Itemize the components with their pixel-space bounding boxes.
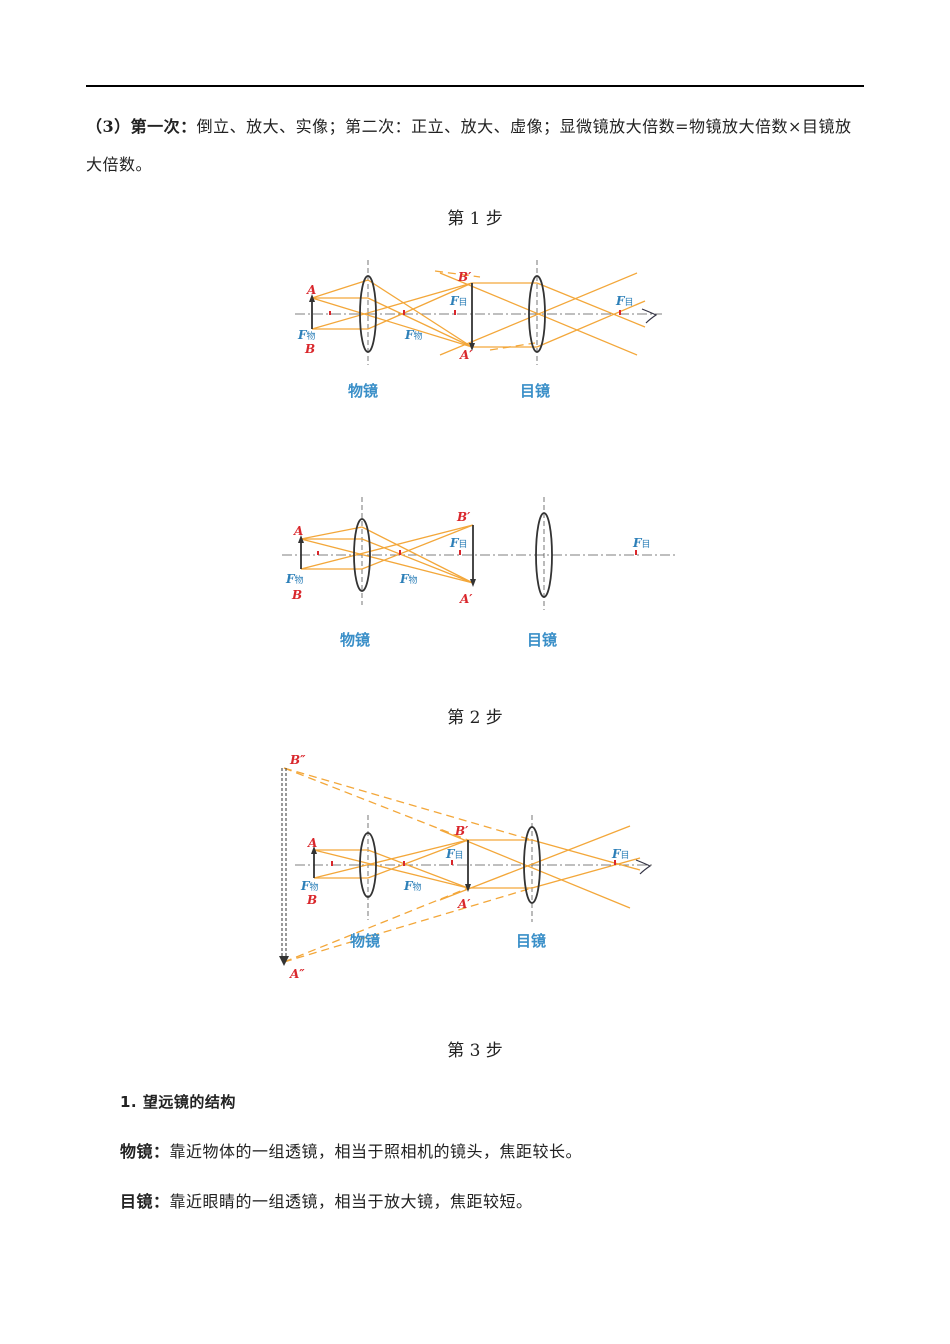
label-B: B <box>306 893 317 907</box>
focus-label-eye-left: F目 <box>445 847 464 861</box>
rays <box>311 270 646 356</box>
microscope-diagram-3: B″ A″ A B B′ A′ F物 F物 F目 F目 物镜 目镜 <box>279 753 655 981</box>
focus-label-eye-right: F目 <box>615 294 634 308</box>
label-A1: A′ <box>457 897 471 911</box>
term-eyepiece: 目镜： <box>120 1192 170 1211</box>
eye-icon <box>641 308 658 324</box>
objective-lens <box>359 832 377 898</box>
list-item: 目镜：靠近眼睛的一组透镜，相当于放大镜，焦距较短。 <box>120 1183 898 1221</box>
eyepiece-lens <box>523 826 541 904</box>
desc-eyepiece: 靠近眼睛的一组透镜，相当于放大镜，焦距较短。 <box>169 1192 533 1211</box>
microscope-diagram-2: A B B′ A′ F物 F物 F目 F目 物镜 目镜 <box>282 497 678 649</box>
intro-prefix: （3）第一次： <box>86 117 197 136</box>
eyepiece-label: 目镜 <box>516 932 546 950</box>
label-A1: A′ <box>459 348 473 362</box>
section-title: 1. 望远镜的结构 <box>120 1093 236 1111</box>
label-A: A <box>307 836 317 850</box>
objective-label: 物镜 <box>350 932 380 950</box>
intro-text: 倒立、放大、实像；第二次：正立、放大、虚像；显微镜放大倍数=物镜放大倍数×目镜放… <box>86 117 852 174</box>
objective-lens <box>353 518 371 592</box>
caption-step2: 第 2 步 <box>447 708 503 728</box>
desc-objective: 靠近物体的一组透镜，相当于照相机的镜头，焦距较长。 <box>169 1142 583 1161</box>
focus-label-eye-right: F目 <box>611 847 630 861</box>
microscope-diagram-1: A B B′ A′ F物 F物 F目 F目 物镜 目镜 <box>295 260 662 400</box>
focus-label-obj-right: F物 <box>404 328 423 342</box>
eyepiece-lens <box>528 275 546 353</box>
focus-label-eye-left: F目 <box>449 294 468 308</box>
list-item: 物镜：靠近物体的一组透镜，相当于照相机的镜头，焦距较长。 <box>120 1133 898 1171</box>
objective-label: 物镜 <box>348 382 378 400</box>
header-rule <box>86 85 864 87</box>
focus-label-eye-right: F目 <box>632 536 651 550</box>
intro-paragraph: （3）第一次：倒立、放大、实像；第二次：正立、放大、虚像；显微镜放大倍数=物镜放… <box>86 108 864 184</box>
objective-lens <box>359 275 377 353</box>
label-B: B <box>304 342 315 356</box>
rays <box>283 767 641 963</box>
eye-icon <box>635 859 652 875</box>
label-A1: A′ <box>459 592 473 606</box>
objective-label: 物镜 <box>340 631 370 649</box>
eyepiece-label: 目镜 <box>527 631 557 649</box>
focus-label-obj-right: F物 <box>399 572 418 586</box>
focus-label-obj-left: F物 <box>285 572 304 586</box>
focus-label-obj-right: F物 <box>403 879 422 893</box>
label-A2: A″ <box>289 967 305 981</box>
caption-step3: 第 3 步 <box>447 1041 503 1061</box>
term-objective: 物镜： <box>120 1142 170 1161</box>
focus-label-obj-left: F物 <box>297 328 316 342</box>
label-B1: B′ <box>456 510 471 524</box>
focus-label-eye-left: F目 <box>449 536 468 550</box>
caption-step1-top: 第 1 步 <box>447 209 503 229</box>
eyepiece-label: 目镜 <box>520 382 550 400</box>
label-B: B <box>291 588 302 602</box>
rays <box>300 524 474 584</box>
label-A: A <box>306 283 316 297</box>
label-B1: B′ <box>454 824 469 838</box>
eyepiece-lens <box>535 512 553 598</box>
label-B2: B″ <box>289 753 306 767</box>
focus-label-obj-left: F物 <box>300 879 319 893</box>
label-A: A <box>293 524 303 538</box>
label-B1: B′ <box>457 270 472 284</box>
